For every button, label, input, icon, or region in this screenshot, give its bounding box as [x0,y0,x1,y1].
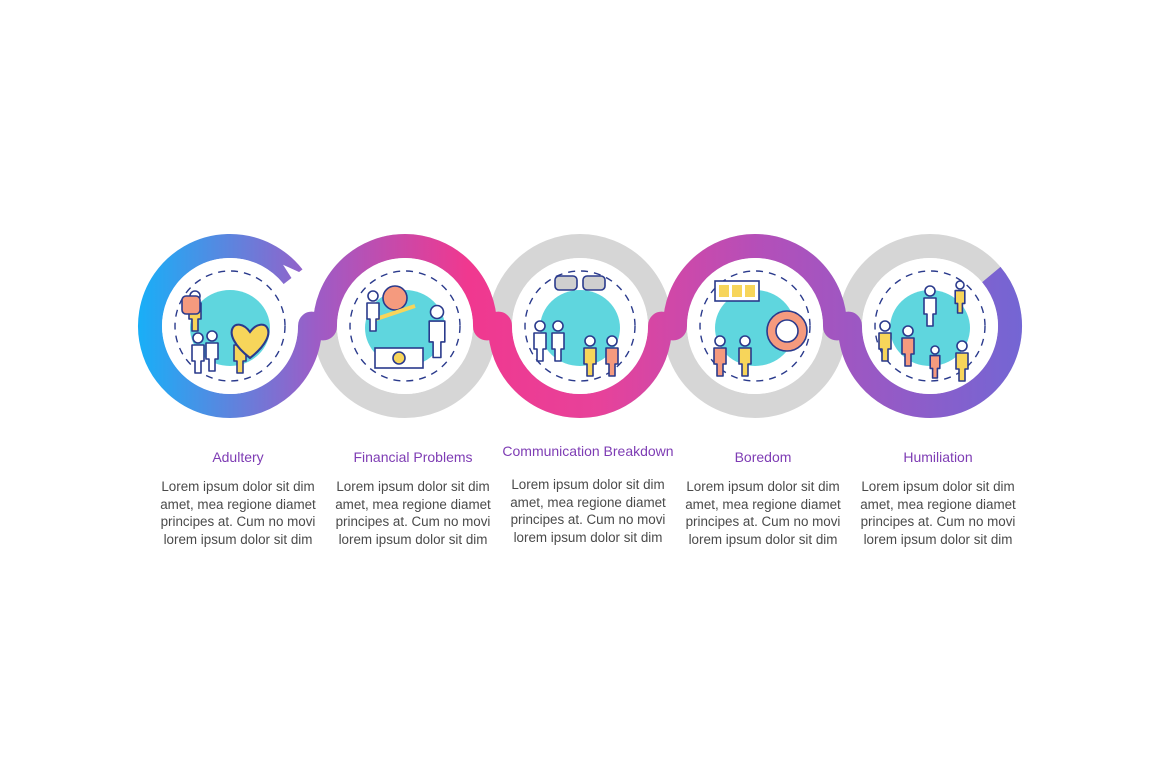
boredom-icon [687,258,823,394]
step-description: Lorem ipsum dolor sit dim amet, mea regi… [860,479,1016,547]
step-title: Boredom [734,449,792,465]
step-title: Financial Problems [353,449,473,465]
financial-problems-icon [337,258,473,394]
humiliation-icon [862,258,998,394]
serpentine-progress-path [138,234,1022,418]
step-description: Lorem ipsum dolor sit dim amet, mea regi… [160,479,316,547]
step-title: Adultery [212,449,264,465]
step-description: Lorem ipsum dolor sit dim amet, mea regi… [510,477,666,545]
step-title: Communication Breakdown [502,443,674,459]
communication-breakdown-icon [512,258,648,394]
step-description: Lorem ipsum dolor sit dim amet, mea regi… [685,479,841,547]
adultery-icon [162,258,298,394]
arrow-notch [283,264,306,287]
step-title: Humiliation [903,449,973,465]
step-description: Lorem ipsum dolor sit dim amet, mea regi… [335,479,491,547]
